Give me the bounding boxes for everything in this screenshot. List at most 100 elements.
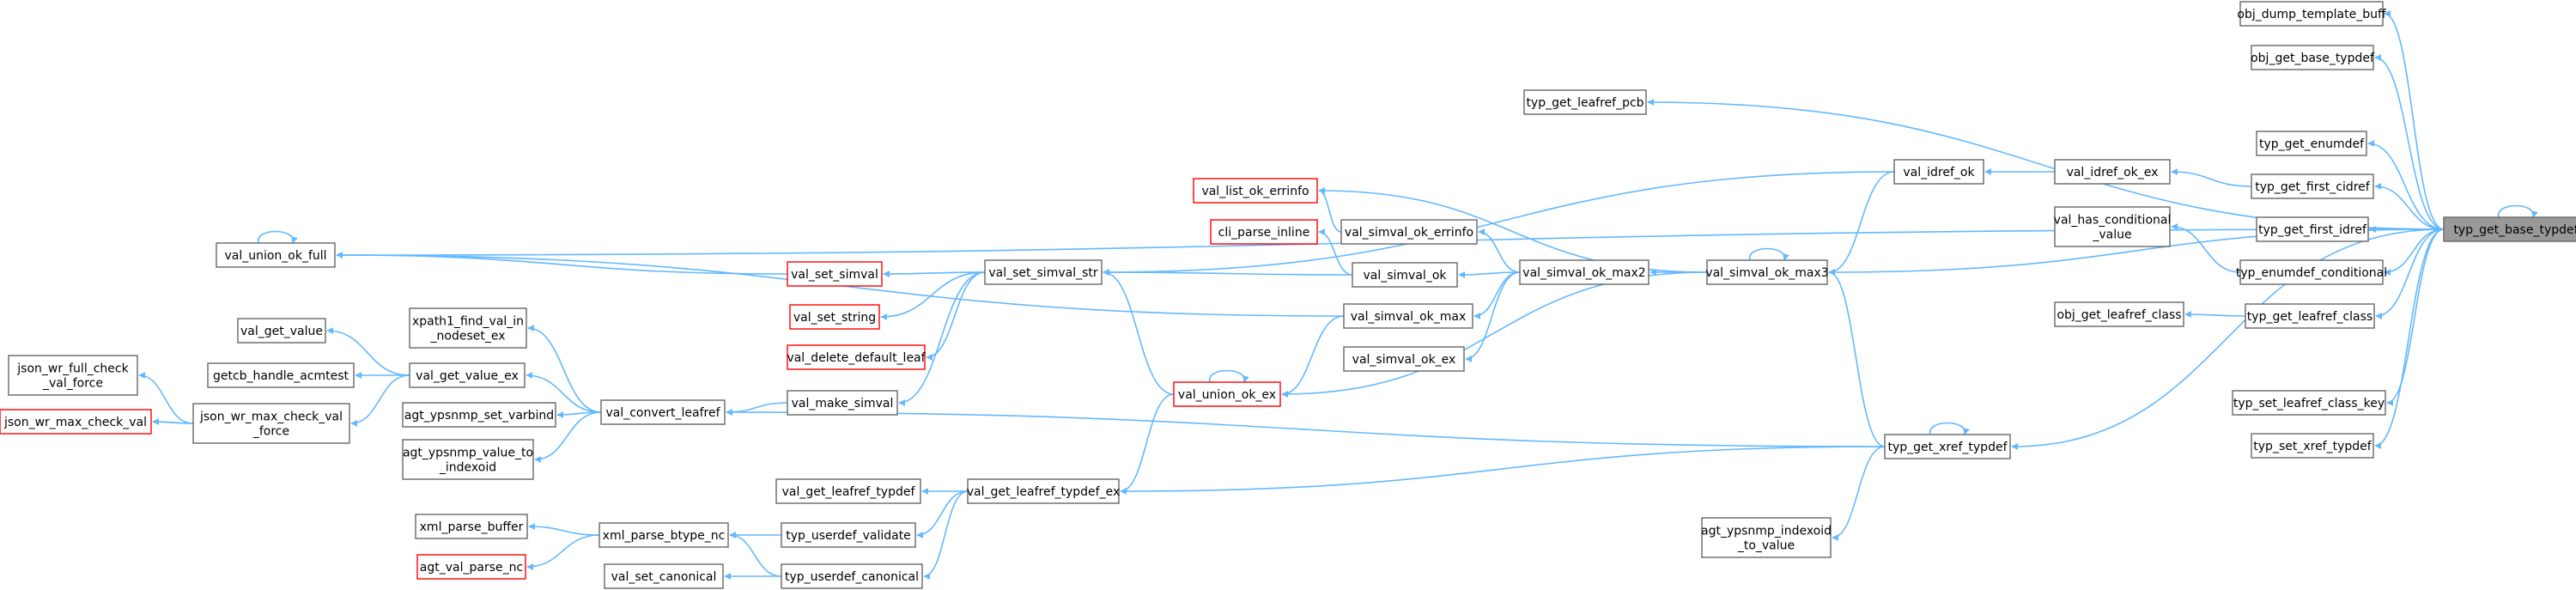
node-agt_ypsnmp_value_to_indexoid[interactable]: agt_ypsnmp_value_to_indexoid: [402, 439, 534, 480]
node-obj_dump_template_buff[interactable]: obj_dump_template_buff: [2237, 1, 2386, 27]
edge-val_idref_ok_ex-to-typ_get_first_cidref: [2171, 168, 2252, 187]
node-val_set_simval[interactable]: val_set_simval: [787, 261, 883, 287]
edge-val_convert_leafref-to-val_make_simval: [726, 402, 788, 416]
node-getcb_handle_acmtest[interactable]: getcb_handle_acmtest: [207, 362, 355, 388]
node-root[interactable]: typ_get_base_typdef: [2443, 216, 2576, 242]
node-label: val_list_ok_errinfo: [1201, 185, 1309, 198]
node-label: val_convert_leafref: [605, 406, 720, 420]
edge-val_simval_ok_max3-to-val_idref_ok: [1828, 171, 1895, 276]
node-label: getcb_handle_acmtest: [213, 369, 349, 383]
node-label: val_get_value_ex: [416, 369, 519, 383]
node-obj_get_leafref_class[interactable]: obj_get_leafref_class: [2054, 301, 2184, 327]
node-label: val_union_ok_ex: [1178, 388, 1276, 402]
node-box: [781, 563, 923, 589]
edge-val_set_simval_str-to-val_idref_ok: [1103, 171, 1895, 276]
node-agt_ypsnmp_set_varbind[interactable]: agt_ypsnmp_set_varbind: [402, 402, 556, 428]
node-cli_parse_inline[interactable]: cli_parse_inline: [1210, 219, 1318, 245]
node-val_get_value[interactable]: val_get_value: [237, 318, 326, 344]
node-label: val_set_simval: [791, 268, 878, 282]
node-val_idref_ok_ex[interactable]: val_idref_ok_ex: [2054, 159, 2171, 185]
node-typ_get_leafref_class[interactable]: typ_get_leafref_class: [2245, 303, 2375, 329]
node-val_set_string[interactable]: val_set_string: [789, 304, 880, 330]
edge-val_set_simval_str-to-val_simval_ok: [1103, 269, 1353, 277]
node-box: [216, 242, 336, 268]
node-xpath1_find_val_in_nodeset_ex[interactable]: xpath1_find_val_in_nodeset_ex: [409, 307, 527, 349]
node-box: [598, 522, 729, 548]
node-json_wr_full_check_val_force[interactable]: json_wr_full_check_val_force: [8, 355, 138, 396]
node-box: [2245, 303, 2375, 329]
node-label: val_delete_default_leaf: [787, 351, 926, 365]
node-json_wr_max_check_val[interactable]: json_wr_max_check_val: [0, 409, 152, 435]
node-val_union_ok_full[interactable]: val_union_ok_full: [216, 242, 336, 268]
node-box: [2251, 433, 2374, 459]
node-typ_set_xref_typdef[interactable]: typ_set_xref_typdef: [2251, 433, 2374, 459]
node-val_set_simval_str[interactable]: val_set_simval_str: [984, 259, 1103, 285]
node-val_idref_ok[interactable]: val_idref_ok: [1893, 159, 1984, 185]
node-typ_get_first_idref[interactable]: typ_get_first_idref: [2256, 216, 2369, 242]
node-val_has_conditional_value[interactable]: val_has_conditional_value: [2054, 206, 2172, 247]
node-val_get_value_ex[interactable]: val_get_value_ex: [409, 362, 526, 388]
edge-val_simval_ok_ex-to-val_simval_ok_max2: [1465, 271, 1521, 362]
edge-typ_get_xref_typdef-to-val_convert_leafref: [726, 409, 1886, 447]
node-agt_ypsnmp_indexoid_to_value[interactable]: agt_ypsnmp_indexoid_to_value: [1701, 517, 1832, 558]
node-val_simval_ok[interactable]: val_simval_ok: [1352, 262, 1458, 288]
node-label: val_get_leafref_typdef_ex: [967, 485, 1121, 499]
node-val_set_canonical[interactable]: val_set_canonical: [604, 563, 724, 589]
node-val_list_ok_errinfo[interactable]: val_list_ok_errinfo: [1193, 178, 1318, 204]
node-box: [1173, 381, 1281, 407]
node-box: [402, 439, 534, 480]
node-val_simval_ok_errinfo[interactable]: val_simval_ok_errinfo: [1340, 219, 1478, 245]
node-box: [2054, 301, 2184, 327]
node-typ_get_first_cidref[interactable]: typ_get_first_cidref: [2251, 173, 2374, 199]
node-val_get_leafref_typdef[interactable]: val_get_leafref_typdef: [775, 478, 921, 504]
node-label: _to_value: [1737, 539, 1795, 553]
edge-json_wr_full_check_val_force-to-json_wr_max_check_val_force: [138, 372, 194, 424]
node-box: [789, 304, 880, 330]
edge-typ_set_xref_typdef-to-root: [2374, 228, 2445, 449]
node-xml_parse_btype_nc[interactable]: xml_parse_btype_nc: [598, 522, 729, 548]
node-typ_get_xref_typdef[interactable]: typ_get_xref_typdef: [1884, 434, 2011, 459]
node-val_simval_ok_max[interactable]: val_simval_ok_max: [1343, 303, 1473, 329]
node-label: val_idref_ok: [1903, 166, 1975, 179]
node-label: typ_get_enumdef: [2259, 137, 2365, 151]
node-val_delete_default_leaf[interactable]: val_delete_default_leaf: [787, 344, 927, 370]
edge-val_make_simval-to-val_set_simval_str: [898, 271, 986, 406]
node-val_simval_ok_max2[interactable]: val_simval_ok_max2: [1519, 259, 1649, 285]
node-label: _value: [2092, 228, 2131, 242]
node-val_make_simval[interactable]: val_make_simval: [787, 390, 898, 416]
node-val_get_leafref_typdef_ex[interactable]: val_get_leafref_typdef_ex: [967, 478, 1121, 504]
edge-val_simval_ok_max3-to-val_union_ok_ex: [1281, 271, 1708, 398]
node-json_wr_max_check_val_force[interactable]: json_wr_max_check_val_force: [192, 403, 350, 444]
edge-val_set_string-to-val_set_simval_str: [880, 271, 986, 320]
node-typ_userdef_validate[interactable]: typ_userdef_validate: [781, 522, 916, 548]
node-box: [1193, 178, 1318, 204]
node-label: val_set_simval_str: [988, 266, 1098, 280]
node-val_simval_ok_max3[interactable]: val_simval_ok_max3: [1705, 259, 1829, 285]
node-typ_userdef_canonical[interactable]: typ_userdef_canonical: [781, 563, 923, 589]
node-val_union_ok_ex[interactable]: val_union_ok_ex: [1173, 381, 1281, 407]
node-typ_set_leafref_class_key[interactable]: typ_set_leafref_class_key: [2232, 390, 2386, 416]
node-label: typ_get_xref_typdef: [1887, 441, 2008, 454]
node-label: val_set_canonical: [611, 570, 717, 584]
node-label: _force: [252, 425, 289, 439]
edge-agt_val_parse_nc-to-xml_parse_btype_nc: [526, 534, 600, 570]
node-typ_enumdef_conditional[interactable]: typ_enumdef_conditional: [2236, 259, 2387, 285]
node-box: [8, 355, 138, 396]
node-label: val_union_ok_full: [224, 249, 326, 263]
node-box: [2054, 159, 2171, 185]
node-val_convert_leafref[interactable]: val_convert_leafref: [600, 399, 726, 425]
node-label: typ_set_xref_typdef: [2253, 440, 2372, 453]
node-val_simval_ok_ex[interactable]: val_simval_ok_ex: [1343, 346, 1465, 372]
node-xml_parse_buffer[interactable]: xml_parse_buffer: [415, 514, 528, 539]
node-agt_val_parse_nc[interactable]: agt_val_parse_nc: [416, 554, 526, 580]
node-obj_get_base_typdef[interactable]: obj_get_base_typdef: [2251, 45, 2375, 70]
node-label: typ_get_first_idref: [2258, 223, 2367, 237]
node-typ_get_enumdef[interactable]: typ_get_enumdef: [2256, 131, 2367, 156]
node-box: [775, 478, 921, 504]
edge-json_wr_max_check_val_force-to-val_get_value_ex: [350, 374, 410, 427]
node-typ_get_leafref_pcb[interactable]: typ_get_leafref_pcb: [1523, 89, 1647, 115]
node-label: val_simval_ok_max2: [1522, 266, 1645, 280]
node-box: [600, 399, 726, 425]
edge-val_set_simval_str-to-val_set_simval: [883, 270, 986, 277]
